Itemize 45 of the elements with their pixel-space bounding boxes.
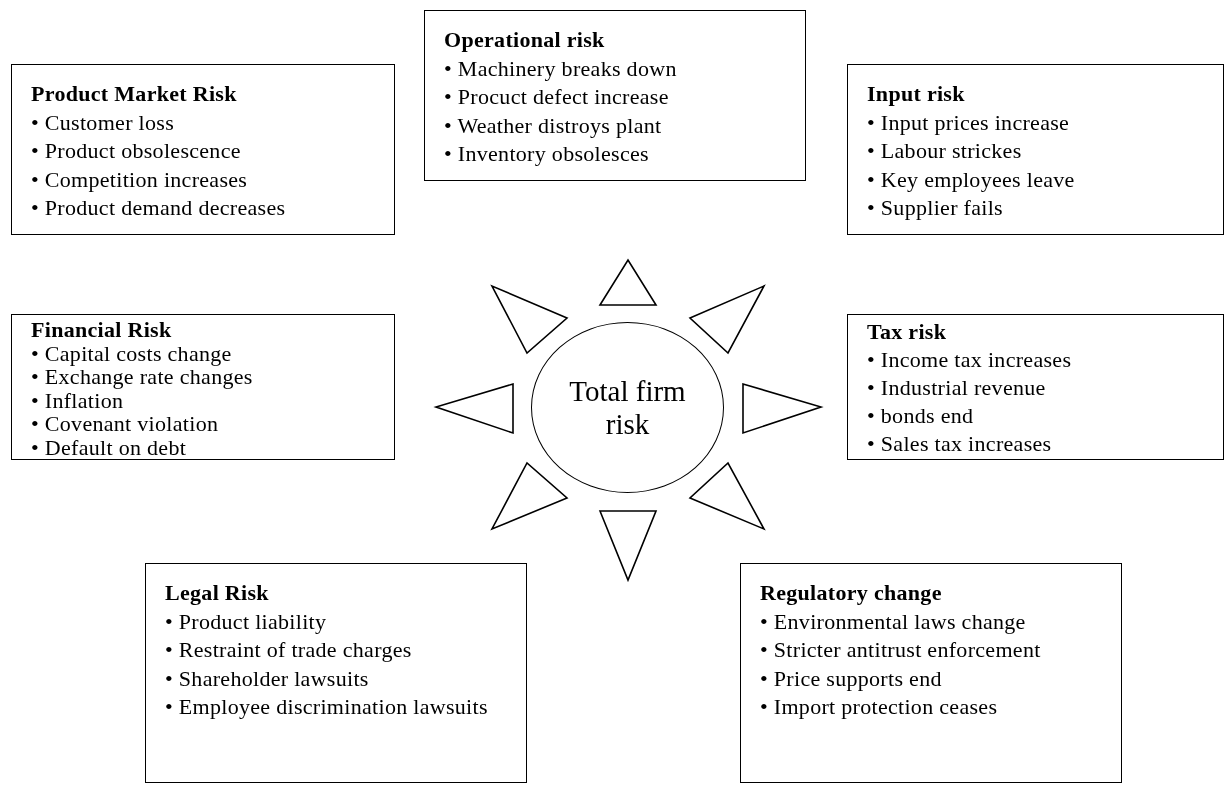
risk-box [847, 64, 1224, 235]
bullet-item: • Inventory obsolesces [444, 140, 650, 168]
bullet-item: • Product demand decreases [31, 194, 287, 222]
bullet-item: • Sales tax increases [867, 430, 1053, 458]
risk-box [740, 563, 1122, 783]
bullet-item: • Input prices increase [867, 108, 1071, 137]
bullet-item: • Inflation [31, 388, 124, 412]
bullet-item: • Machinery breaks down [444, 54, 678, 83]
risk-box [145, 563, 527, 783]
box-heading: Tax risk [867, 318, 948, 346]
box-heading: Operational risk [444, 26, 606, 54]
bullet-item: • Employee discrimination lawsuits [165, 693, 489, 721]
bullet-item: • Product liability [165, 607, 328, 636]
box-heading: Financial Risk [31, 318, 173, 342]
bullet-item: • Covenant violation [31, 412, 220, 436]
risk-box [424, 10, 806, 181]
bullet-item: • Price supports end [760, 664, 943, 693]
bullet-item: • Customer loss [31, 108, 175, 137]
bullet-item: • Labour strickes [867, 137, 1023, 165]
bullet-item: • Weather distroys plant [444, 111, 663, 140]
bullet-item: • Procuct defect increase [444, 83, 670, 111]
bullet-item: • Default on debt [31, 435, 188, 459]
risk-box [11, 64, 395, 235]
center-label: Total firm risk [568, 374, 687, 441]
bullet-item: • Restraint of trade charges [165, 636, 413, 664]
box-heading: Product Market Risk [31, 80, 238, 108]
bullet-item: • Industrial revenue [867, 374, 1047, 402]
bullet-item: • Key employees leave [867, 165, 1076, 194]
bullet-item: • Product obsolescence [31, 137, 242, 165]
bullet-item: • Exchange rate changes [31, 365, 254, 389]
box-heading: Regulatory change [760, 579, 943, 607]
bullet-item: • Environmental laws change [760, 607, 1027, 636]
bullet-item: • Import protection ceases [760, 693, 999, 721]
bullet-item: • bonds end [867, 402, 975, 430]
box-heading: Legal Risk [165, 579, 270, 607]
bullet-item: • Shareholder lawsuits [165, 664, 370, 693]
box-heading: Input risk [867, 80, 966, 108]
bullet-item: • Supplier fails [867, 194, 1004, 222]
bullet-item: • Stricter antitrust enforcement [760, 636, 1042, 664]
bullet-item: • Competition increases [31, 165, 249, 194]
center-ellipse [531, 322, 724, 493]
bullet-item: • Capital costs change [31, 341, 233, 365]
risk-box [847, 314, 1224, 460]
risk-box [11, 314, 395, 460]
bullet-item: • Income tax increases [867, 346, 1073, 374]
